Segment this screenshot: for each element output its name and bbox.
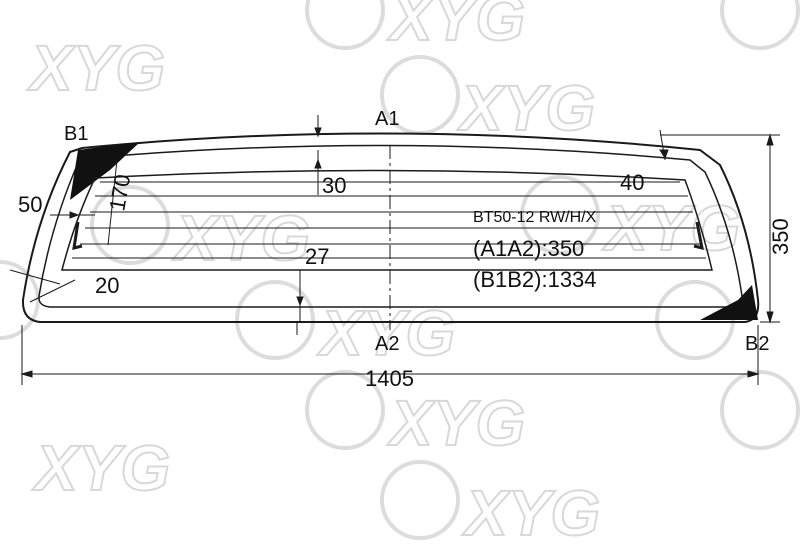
overall-width-dimension: [20, 325, 760, 385]
svg-text:XYG: XYG: [387, 387, 525, 459]
watermark-logo: XYG: [305, 0, 526, 55]
left-busbar: [72, 221, 83, 251]
svg-text:XYG: XYG: [32, 432, 170, 504]
point-label-b1: B1: [64, 123, 88, 145]
watermark-logo: XYG: [380, 55, 596, 145]
ceramic-corner-top-left: [70, 142, 140, 200]
svg-text:XYG: XYG: [317, 297, 455, 369]
watermark-logo: XYG: [90, 185, 311, 275]
dimension-overall-width: 1405: [365, 366, 414, 391]
dimension-overall-height: 350: [768, 218, 793, 255]
watermark-logo: XYG: [26, 31, 166, 105]
dimension-left-heater: 170: [104, 172, 135, 213]
ceramic-corner-bottom-right: [700, 285, 758, 320]
svg-text:XYG: XYG: [172, 202, 310, 274]
dimension-top-right-offset: 40: [620, 170, 644, 195]
svg-text:XYG: XYG: [387, 0, 525, 54]
overall-height-dimension: [660, 133, 780, 324]
a1a2-measurement: (A1A2):350: [473, 236, 584, 261]
b1b2-measurement: (B1B2):1334: [473, 267, 597, 292]
glass-inner-outline: [38, 144, 743, 308]
detail-dimension-marks: [9, 115, 669, 335]
heater-grid: [72, 181, 706, 259]
dimension-left-margin: 50: [18, 192, 42, 217]
point-label-a2: A2: [375, 333, 399, 355]
point-label-b2: B2: [745, 333, 769, 355]
heater-area-frame: [61, 169, 713, 271]
model-code: BT50-12 RW/H/X: [473, 209, 597, 226]
dimension-bottom-left: 20: [95, 273, 119, 298]
watermark-logo: XYG: [31, 431, 171, 505]
point-label-a1: A1: [375, 108, 399, 130]
svg-text:XYG: XYG: [27, 32, 165, 104]
dimension-top-offset: 30: [322, 173, 346, 198]
watermark-logo: [720, 0, 800, 50]
watermark-logo: [0, 260, 40, 340]
dimension-heater-offset: 27: [305, 244, 329, 269]
watermark-logo: XYG: [380, 460, 601, 550]
glass-outer-outline: [21, 132, 760, 323]
right-busbar: [693, 221, 704, 251]
svg-text:XYG: XYG: [462, 477, 600, 549]
watermark-logo: [720, 370, 800, 450]
watermark-logo: XYG: [305, 370, 526, 460]
svg-text:XYG: XYG: [457, 72, 595, 144]
watermark-logo: XYG: [235, 280, 456, 370]
